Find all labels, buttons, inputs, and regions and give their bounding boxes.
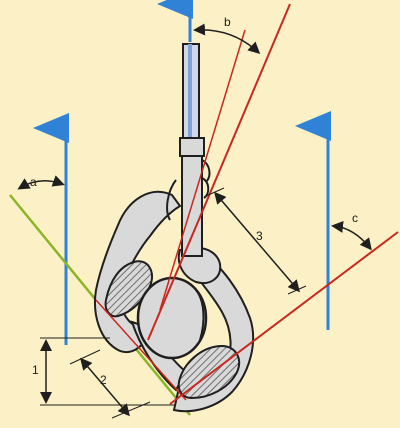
label-2: 2	[100, 373, 107, 387]
label-1: 1	[32, 363, 39, 377]
label-3: 3	[256, 229, 263, 243]
angle-c-arc	[331, 220, 372, 251]
red-line-inner	[159, 29, 246, 311]
red-line-top	[147, 3, 291, 341]
red-line-left	[95, 299, 187, 401]
head	[136, 276, 208, 360]
dimension-2-line	[80, 357, 130, 417]
angle-a-arc	[17, 175, 65, 190]
label-b: b	[224, 15, 231, 29]
label-a: a	[30, 175, 37, 189]
red-line-right	[169, 231, 399, 405]
dimension-3-line	[214, 191, 300, 293]
angle-b-arc	[193, 23, 261, 55]
label-c: c	[352, 211, 358, 225]
